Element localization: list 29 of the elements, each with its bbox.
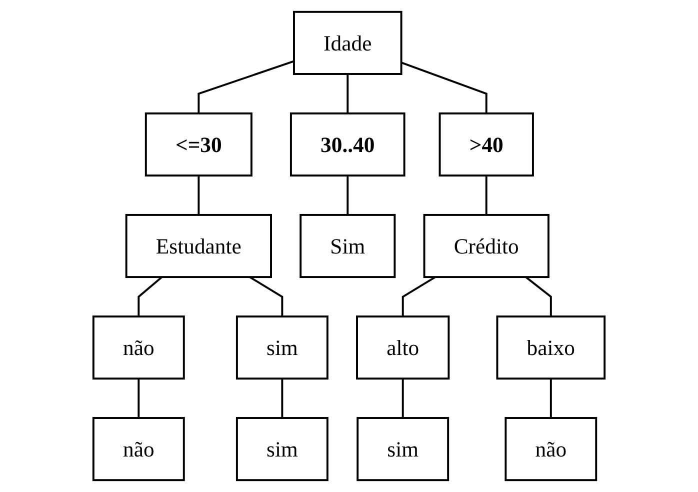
node-box: baixo — [496, 316, 606, 380]
connector — [198, 176, 200, 215]
node-box: Estudante — [125, 214, 272, 278]
connector — [400, 62, 488, 114]
connector — [138, 378, 140, 418]
node-box: sim — [356, 417, 450, 482]
node-box: 30..40 — [290, 112, 406, 176]
connector — [138, 276, 163, 316]
node-box: alto — [356, 316, 450, 380]
connector — [402, 378, 404, 418]
node-box: não — [504, 417, 598, 482]
node-box: >40 — [438, 112, 534, 176]
node-box: sim — [236, 417, 328, 482]
connector — [525, 276, 552, 316]
connector — [198, 60, 294, 114]
node-box: Crédito — [423, 214, 550, 278]
node-box: Idade — [293, 10, 402, 75]
connector — [346, 176, 349, 215]
node-box: sim — [236, 316, 328, 380]
node-box: <=30 — [144, 112, 252, 176]
connector — [281, 378, 284, 418]
connector — [346, 74, 349, 114]
connector — [550, 378, 552, 418]
node-box: Sim — [300, 214, 396, 278]
connector — [249, 276, 284, 316]
node-box: não — [92, 316, 185, 380]
node-box: não — [92, 417, 185, 482]
connector — [485, 176, 488, 215]
connector — [402, 276, 436, 316]
